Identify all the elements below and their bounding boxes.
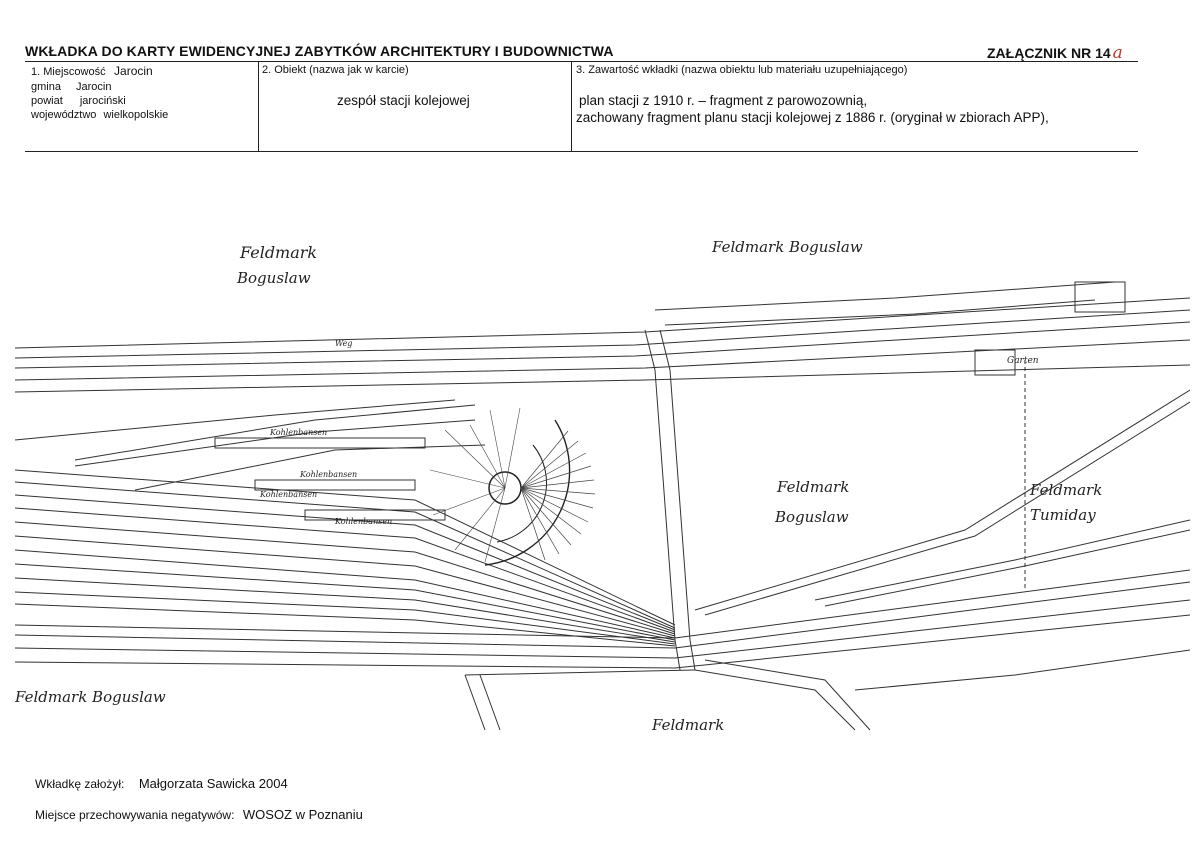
- brandschutz-line: [654, 281, 1116, 311]
- label-kohlen-2: Kohlenbansen: [299, 470, 357, 479]
- road-sw-2: [479, 674, 501, 731]
- yard-track-2: [15, 481, 676, 629]
- label-center-1: Feldmark: [776, 478, 849, 496]
- track-lower-2: [15, 581, 1190, 649]
- label-kohlen-4: Kohlenbansen: [334, 517, 392, 526]
- road-sw-1: [464, 674, 486, 731]
- label-weg: Weg: [335, 339, 352, 348]
- object-label: 2. Obiekt (nazwa jak w karcie): [262, 64, 409, 76]
- document-title: WKŁADKA DO KARTY EWIDENCYJNEJ ZABYTKÓW A…: [25, 43, 614, 59]
- wojewodztwo-label: województwo: [31, 109, 97, 121]
- section-locality: 1. Miejscowość Jarocin gmina Jarocin pow…: [31, 64, 253, 122]
- footer-created: Wkładkę założył: Małgorzata Sawicka 2004: [35, 775, 288, 793]
- contents-line-1: plan stacji z 1910 r. – fragment z parow…: [579, 93, 868, 108]
- branch-1: [74, 404, 476, 461]
- annex-suffix: a: [1112, 43, 1123, 63]
- east-line-1: [694, 389, 1190, 611]
- roundhouse-inner: [496, 444, 547, 543]
- bridge-road-w: [644, 329, 681, 671]
- road-se-3: [854, 649, 1190, 691]
- label-south: Feldmark: [651, 716, 724, 734]
- locality-value: Jarocin: [114, 64, 153, 78]
- gmina-label: gmina: [31, 81, 61, 93]
- yard-track-7: [15, 549, 676, 639]
- yard-track-5: [15, 521, 676, 635]
- building-east: [974, 349, 1016, 376]
- station-plan-map: Feldmark Boguslaw Feldmark Boguslaw Feld…: [15, 238, 1190, 734]
- form-top-border: [25, 61, 1138, 62]
- powiat-value: jarociński: [79, 95, 126, 107]
- label-east-1: Feldmark: [1029, 481, 1102, 499]
- powiat-label: powiat: [31, 95, 63, 107]
- storage-label: Miejsce przechowywania negatywów:: [35, 808, 235, 822]
- created-value: Małgorzata Sawicka 2004: [138, 776, 288, 791]
- form-bottom-border: [25, 151, 1138, 152]
- yard-track-3: [15, 494, 676, 631]
- kohlen-shed-2: [254, 479, 416, 491]
- kohlen-shed-1: [214, 437, 426, 449]
- bridge-road-e: [659, 329, 696, 671]
- wojewodztwo-value: wielkopolskie: [103, 109, 169, 121]
- gmina-value: Jarocin: [76, 81, 112, 93]
- track-upper-2: [15, 321, 1190, 369]
- track-upper-3: [15, 339, 1190, 381]
- form-divider-2: [571, 61, 572, 151]
- feldweg: [664, 299, 1096, 326]
- east-line-3: [814, 519, 1190, 601]
- label-sw: Feldmark Boguslaw: [15, 688, 166, 706]
- label-north: Feldmark Boguslaw: [711, 238, 863, 256]
- contents-label: 3. Zawartość wkładki (nazwa obiektu lub …: [576, 64, 908, 76]
- label-east-2: Tumiday: [1030, 506, 1096, 524]
- kohlen-shed-3: [304, 509, 446, 521]
- building-ne: [1074, 281, 1126, 313]
- label-garten: Garten: [1007, 356, 1039, 366]
- track-upper-4: [15, 364, 1190, 393]
- road-lower: [15, 614, 1190, 669]
- yard-track-6: [15, 535, 676, 637]
- yard-track-9: [15, 577, 676, 643]
- form-divider-1: [258, 61, 259, 151]
- locality-label: 1. Miejscowość: [31, 66, 106, 78]
- label-nw-1: Feldmark: [239, 243, 317, 262]
- yard-track-4: [15, 507, 676, 633]
- track-upper-1: [15, 309, 1190, 359]
- label-kohlen-1: Kohlenbansen: [269, 428, 327, 437]
- yard-track-11: [15, 603, 676, 647]
- label-kohlen-3: Kohlenbansen: [259, 490, 317, 499]
- road-sw-3: [464, 669, 696, 676]
- storage-value: WOSOZ w Poznaniu: [242, 807, 363, 822]
- roundhouse-stalls: [520, 430, 596, 561]
- track-lower-1: [15, 569, 1190, 639]
- yard-track-10: [15, 591, 676, 645]
- road-se-2: [704, 659, 871, 731]
- label-nw-2: Boguslaw: [236, 269, 311, 287]
- turntable-spokes: [429, 407, 521, 563]
- yard-track-8: [15, 563, 676, 641]
- branch-2: [74, 419, 476, 467]
- contents-line-2: zachowany fragment planu stacji kolejowe…: [576, 110, 1049, 125]
- road-se-1: [694, 669, 856, 731]
- footer-storage: Miejsce przechowywania negatywów: WOSOZ …: [35, 806, 363, 824]
- label-center-2: Boguslaw: [774, 508, 849, 526]
- road-upper: [15, 297, 1190, 349]
- created-label: Wkładkę założył:: [35, 777, 125, 791]
- branch-3: [134, 444, 486, 491]
- track-lower-3: [15, 599, 1190, 659]
- roundhouse-outer: [484, 419, 571, 566]
- yard-track-1: [15, 469, 676, 626]
- east-line-2: [704, 401, 1190, 616]
- branch-4: [15, 399, 456, 441]
- object-value: zespół stacji kolejowej: [337, 93, 470, 108]
- annex-label: ZAŁĄCZNIK NR 14: [987, 45, 1111, 61]
